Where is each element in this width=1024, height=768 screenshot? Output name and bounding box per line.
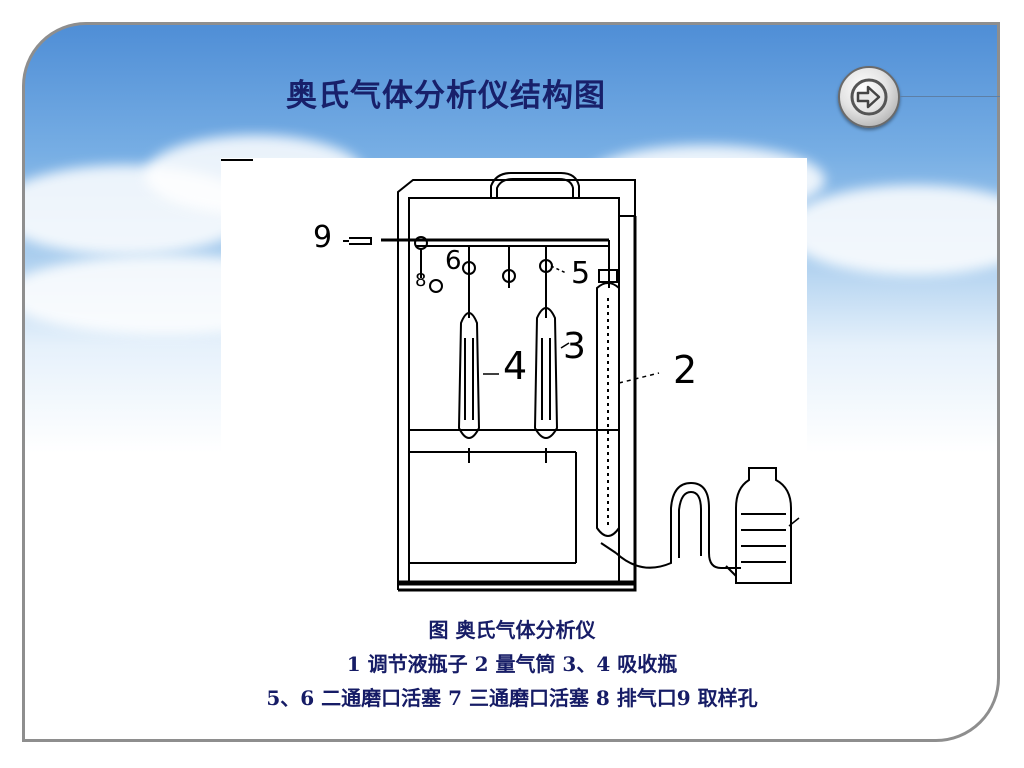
label-6: 6 [445,246,462,276]
diagram-panel: 9 8 6 5 4 3 2 [221,158,807,600]
page-title: 奥氏气体分析仪结构图 [286,78,606,114]
label-9: 9 [313,220,333,255]
caption-legend-line-2: 5、6 二通磨口活塞 7 三通磨口活塞 8 排气口9 取样孔 [266,686,758,710]
label-4: 4 [503,344,528,388]
nav-divider-line [900,96,1000,97]
next-slide-button[interactable] [838,66,900,128]
orsat-apparatus-diagram [221,159,800,592]
caption-title: 图 奥氏气体分析仪 [428,618,596,642]
label-2: 2 [673,348,698,392]
arrow-right-icon [850,78,888,116]
label-8: 8 [415,270,427,291]
label-5: 5 [571,256,591,291]
cloud [785,185,997,275]
label-3: 3 [563,326,586,367]
caption-legend-line-1: 1 调节液瓶子 2 量气筒 3、4 吸收瓶 [346,652,678,676]
